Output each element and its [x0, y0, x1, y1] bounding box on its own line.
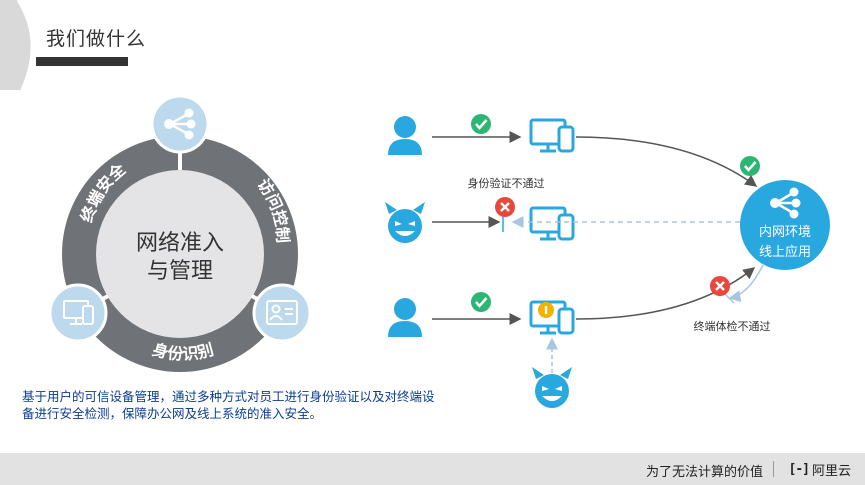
- id-card-icon: [266, 300, 298, 325]
- footer-divider: [773, 461, 774, 477]
- node-identity: [252, 283, 312, 343]
- devil-icon: [385, 202, 425, 243]
- footer-slogan: 为了无法计算的价值: [645, 465, 763, 480]
- target-label-line2: 线上应用: [759, 244, 811, 260]
- node-share: [150, 94, 210, 154]
- devil-icon: [532, 367, 572, 408]
- center-title-line2: 与管理: [147, 259, 213, 284]
- brand-name: 阿里云: [811, 464, 851, 479]
- inner-circle: [96, 170, 264, 338]
- description-line2: 备进行安全检测，保障办公网及线上系统的准入安全。: [22, 406, 323, 421]
- check-icon: [738, 154, 762, 178]
- info-icon: [538, 302, 554, 318]
- identity-fail-label: 身份验证不通过: [468, 176, 545, 190]
- footer-bar: 为了无法计算的价值 [-] 阿里云: [0, 453, 865, 485]
- description: 基于用户的可信设备管理，通过多种方式对员工进行身份验证以及对终端设 备进行安全检…: [22, 388, 492, 422]
- target-node: 内网环境 线上应用: [740, 180, 830, 270]
- user-icon: [388, 116, 422, 155]
- check-icon: [469, 112, 493, 136]
- brand: [-] 阿里云: [789, 460, 852, 479]
- computer-phone-icon: [529, 118, 575, 153]
- cross-icon: [708, 274, 732, 298]
- computer-phone-icon: [529, 206, 575, 241]
- page-title: 我们做什么: [46, 28, 147, 50]
- cross-icon: [493, 195, 517, 219]
- computer-phone-icon: [63, 300, 94, 325]
- access-flow-diagram: 身份验证不通过 内网环境 线上应用: [385, 112, 830, 408]
- terminal-fail-label: 终端体检不通过: [694, 319, 771, 333]
- arrow-device1-target: [575, 136, 758, 187]
- corner-decoration: [0, 0, 128, 90]
- center-title-line1: 网络准入: [136, 231, 224, 256]
- share-node-icon: [770, 187, 801, 219]
- user-icon: [388, 298, 422, 337]
- aliyun-logo-icon: [-]: [788, 462, 811, 477]
- check-icon: [469, 290, 493, 314]
- arrow-target-reject: [728, 264, 764, 303]
- target-label-line1: 内网环境: [759, 224, 811, 240]
- node-terminal: [48, 283, 108, 343]
- share-node-icon: [164, 108, 196, 140]
- description-line1: 基于用户的可信设备管理，通过多种方式对员工进行身份验证以及对终端设: [22, 389, 435, 404]
- arrow-device3-target: [575, 267, 756, 320]
- cycle-diagram: 终端安全 访问控制 身份识别 网络准入 与管理: [48, 94, 312, 372]
